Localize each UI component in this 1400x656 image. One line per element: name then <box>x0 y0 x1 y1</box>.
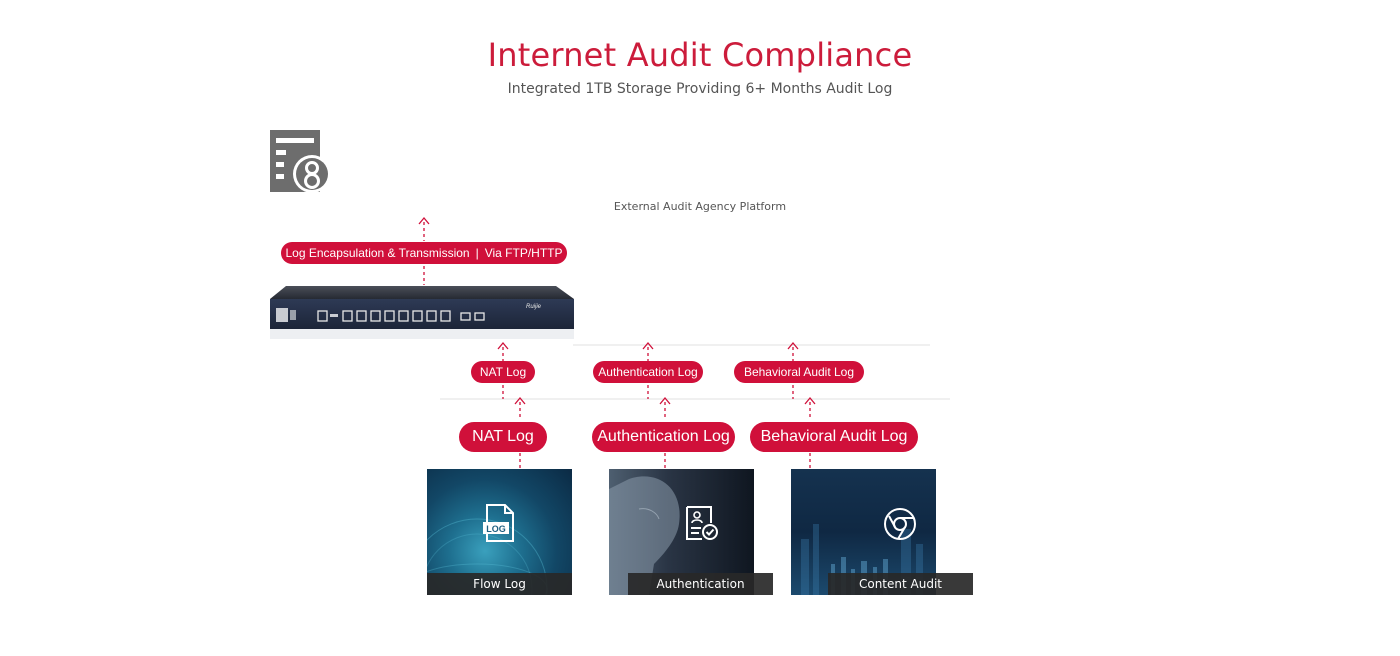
page-title: Internet Audit Compliance <box>487 36 913 74</box>
page-subtitle: Integrated 1TB Storage Providing 6+ Mont… <box>507 81 893 97</box>
card-caption: Content Audit <box>828 573 973 595</box>
card-flow-log: LOG Flow Log <box>427 469 572 595</box>
card-authentication: Authentication <box>609 469 773 595</box>
upper-log-label: Authentication Log <box>598 365 698 379</box>
platform-label: External Audit Agency Platform <box>613 200 787 213</box>
transmission-pill: Log Encapsulation & Transmission | Via F… <box>281 242 567 264</box>
lower-log-pill-behavioral: Behavioral Audit Log <box>750 422 918 452</box>
transmission-left-text: Log Encapsulation & Transmission <box>285 246 470 260</box>
log-file-icon: LOG <box>482 504 514 542</box>
svg-text:LOG: LOG <box>486 524 506 534</box>
upper-log-label: Behavioral Audit Log <box>743 365 855 379</box>
lower-log-label: Authentication Log <box>597 428 730 445</box>
upper-log-pill-behavioral: Behavioral Audit Log <box>734 361 864 383</box>
card-caption: Authentication <box>628 573 773 595</box>
browser-icon <box>884 508 916 540</box>
card-caption: Flow Log <box>427 573 572 595</box>
upper-log-pill-nat: NAT Log <box>471 361 535 383</box>
lower-log-pill-authentication: Authentication Log <box>592 422 735 452</box>
transmission-separator: | <box>475 246 479 260</box>
lower-log-label: Behavioral Audit Log <box>760 428 908 445</box>
server-user-icon <box>270 130 331 193</box>
upper-log-label: NAT Log <box>479 365 527 379</box>
transmission-right-text: Via FTP/HTTP <box>484 246 563 260</box>
face-graphic <box>609 476 680 595</box>
device-brand: Ruijie <box>526 304 542 310</box>
lower-log-pill-nat: NAT Log <box>459 422 547 452</box>
gateway-device-icon <box>270 286 574 339</box>
upper-log-pill-authentication: Authentication Log <box>593 361 703 383</box>
card-content-audit: Content Audit <box>791 469 973 595</box>
lower-log-label: NAT Log <box>472 428 534 445</box>
id-card-check-icon <box>686 506 718 540</box>
